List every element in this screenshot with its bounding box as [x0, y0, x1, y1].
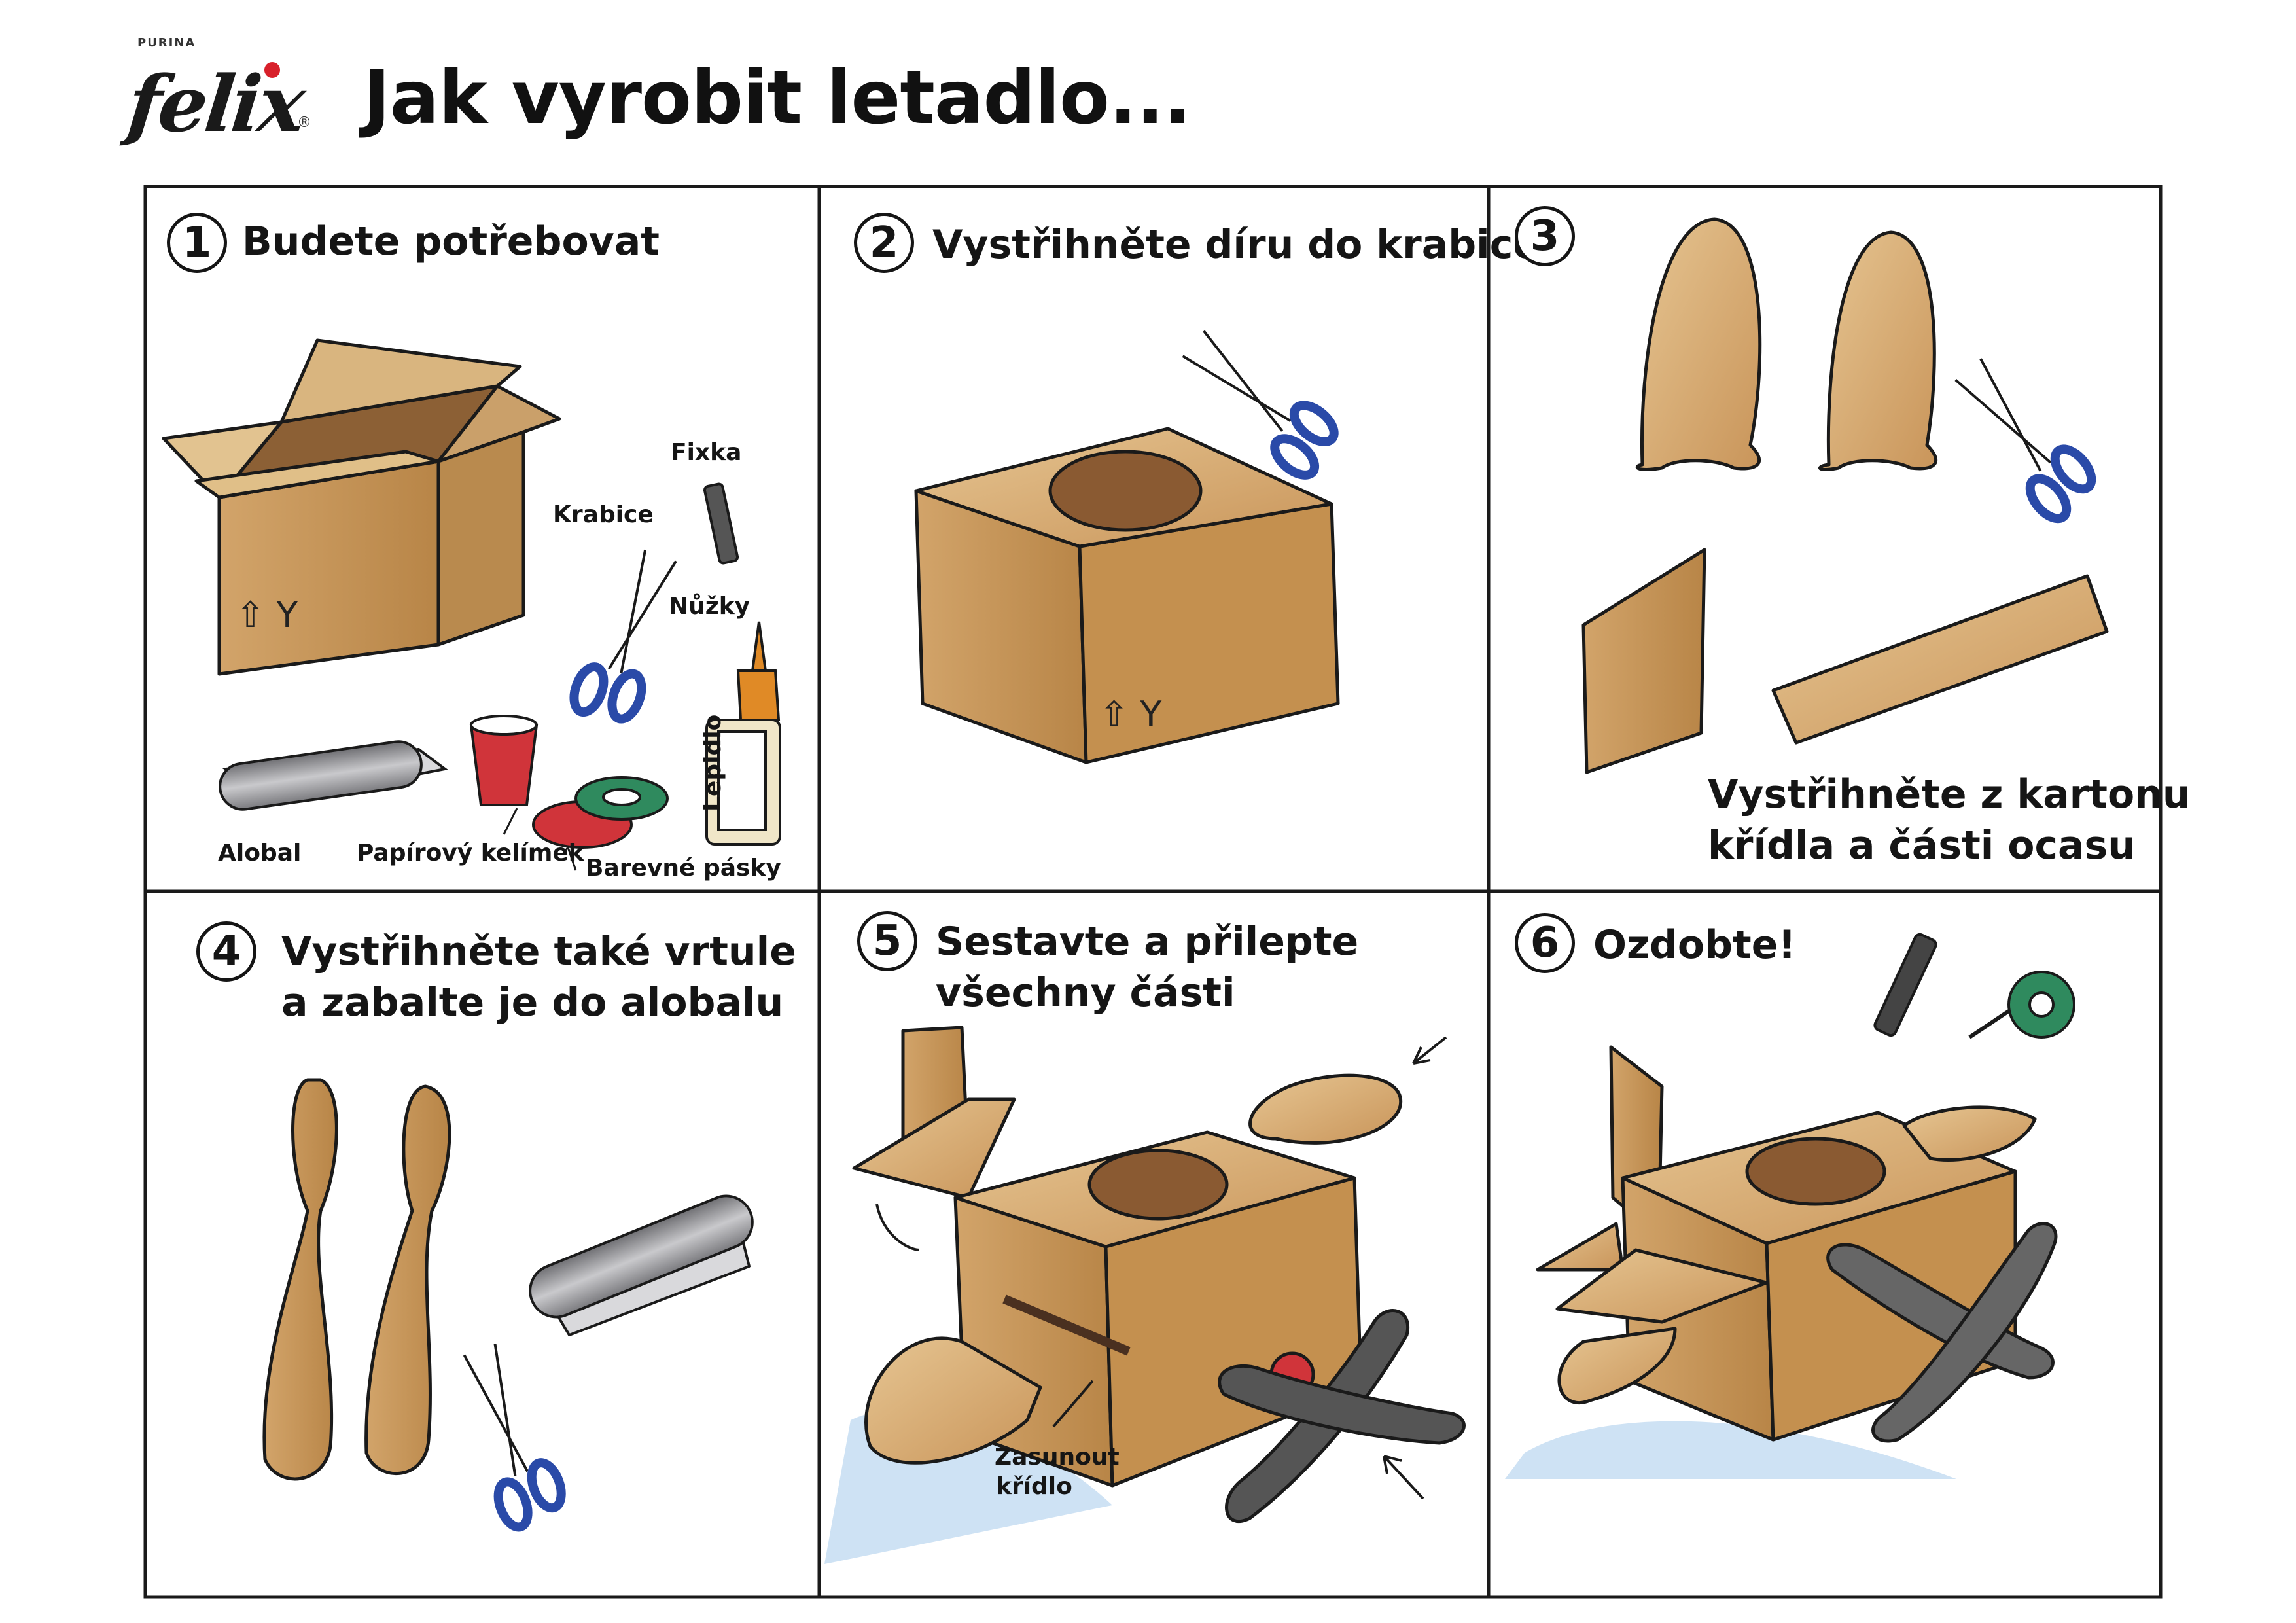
step-4-heading: Vystřihněte také vrtule a zabalte je do … [281, 929, 796, 1026]
scissors-icon [463, 1344, 566, 1532]
panel-1-art: ⇧ Y [162, 338, 781, 871]
paper-cup-drawing [469, 715, 539, 806]
panel-6-art [1505, 933, 2075, 1479]
step-6-badge: 6 [1515, 913, 1575, 973]
page-title: Jak vyrobit letadlo... [363, 56, 1192, 141]
label-nuzky: Nůžky [669, 593, 751, 620]
panel-2-art: ⇧ Y [914, 330, 1340, 764]
step-3-caption-line-2: křídla a části ocasu [1708, 823, 2136, 868]
registered-icon: ® [297, 115, 311, 131]
step-3-badge: 3 [1515, 206, 1575, 266]
paw-icon [264, 62, 280, 78]
panel-3-art [1581, 217, 2109, 774]
label-fixka: Fixka [671, 439, 742, 466]
felix-logo: PURINA felix ® [124, 36, 318, 160]
label-lepidlo: Lepidlo [699, 714, 726, 812]
step-6-heading: Ozdobte! [1593, 922, 1796, 968]
scissors-icon [569, 549, 677, 724]
marker-drawing [1873, 933, 1937, 1037]
propeller-drawing [1826, 1222, 2058, 1443]
label-krabice: Krabice [553, 501, 654, 528]
panel-5-art [824, 1026, 1466, 1564]
step-4-badge: 4 [196, 921, 256, 982]
step-1-heading: Budete potřebovat [242, 219, 660, 264]
tape-roll-drawing [1968, 971, 2075, 1039]
panel-grid [143, 185, 2163, 1599]
step-1-badge: 1 [167, 213, 227, 273]
step-5-note-line-1: Zasunout [995, 1444, 1120, 1471]
open-box-drawing: ⇧ Y [162, 338, 561, 676]
panel-4-art [262, 1078, 754, 1532]
foil-roll-drawing [529, 1194, 754, 1336]
step-2-heading: Vystřihněte díru do krabice [932, 222, 1540, 268]
label-pasky: Barevné pásky [586, 855, 781, 882]
step-5-badge: 5 [857, 911, 917, 971]
marker-drawing [703, 482, 739, 565]
label-kelimek: Papírový kelímek [357, 840, 584, 866]
svg-text:⇧ Y: ⇧ Y [1099, 694, 1162, 735]
svg-text:⇧ Y: ⇧ Y [236, 594, 298, 635]
step-3-caption-line-1: Vystřihněte z kartonu [1708, 772, 2191, 817]
foil-roll-drawing [219, 740, 448, 811]
purina-label: PURINA [137, 36, 196, 50]
label-alobal: Alobal [218, 840, 302, 866]
scissors-icon [1182, 330, 1339, 480]
step-5-note-line-2: křídlo [996, 1473, 1072, 1500]
tape-rolls-drawing [532, 776, 669, 849]
step-2-badge: 2 [854, 213, 914, 273]
glue-bottle-drawing [705, 621, 781, 846]
scissors-icon [1954, 358, 2096, 524]
step-5-heading: Sestavte a přilepte všechny části [936, 919, 1359, 1016]
propeller-drawing [1218, 1309, 1466, 1524]
